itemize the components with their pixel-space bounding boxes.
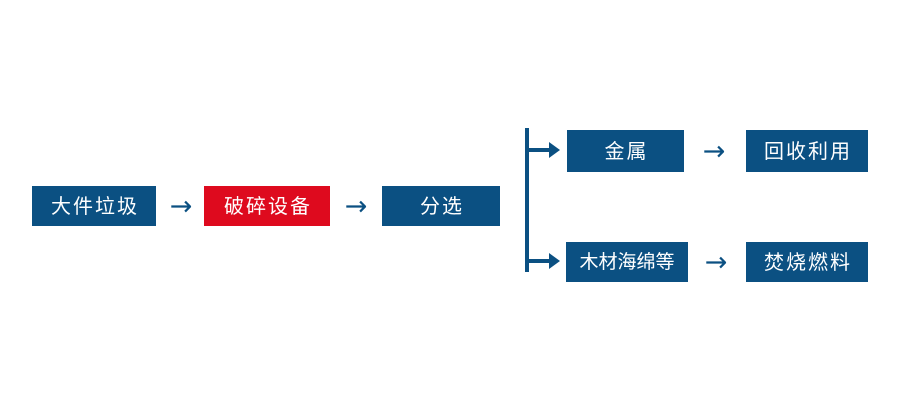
node-crushing-equipment[interactable]: 破碎设备 bbox=[204, 186, 330, 226]
branch-arrow-head-top-icon bbox=[549, 142, 560, 158]
arrow-right-icon-1: → bbox=[169, 190, 193, 222]
node-wood-sponge[interactable]: 木材海绵等 bbox=[566, 242, 688, 282]
node-recycling[interactable]: 回收利用 bbox=[746, 130, 868, 172]
node-bulky-waste[interactable]: 大件垃圾 bbox=[32, 186, 156, 226]
arrow-right-icon-4: → bbox=[704, 246, 728, 278]
arrow-right-icon-3: → bbox=[702, 135, 726, 167]
branch-arrow-stem-top bbox=[529, 148, 551, 152]
arrow-right-icon-2: → bbox=[344, 190, 368, 222]
node-metal[interactable]: 金属 bbox=[567, 130, 684, 172]
branch-arrow-stem-bottom bbox=[529, 259, 551, 263]
branch-arrow-head-bottom-icon bbox=[549, 253, 560, 269]
node-incineration-fuel[interactable]: 焚烧燃料 bbox=[746, 242, 868, 282]
node-sorting[interactable]: 分选 bbox=[382, 186, 500, 226]
branch-splitter-line bbox=[525, 128, 529, 272]
